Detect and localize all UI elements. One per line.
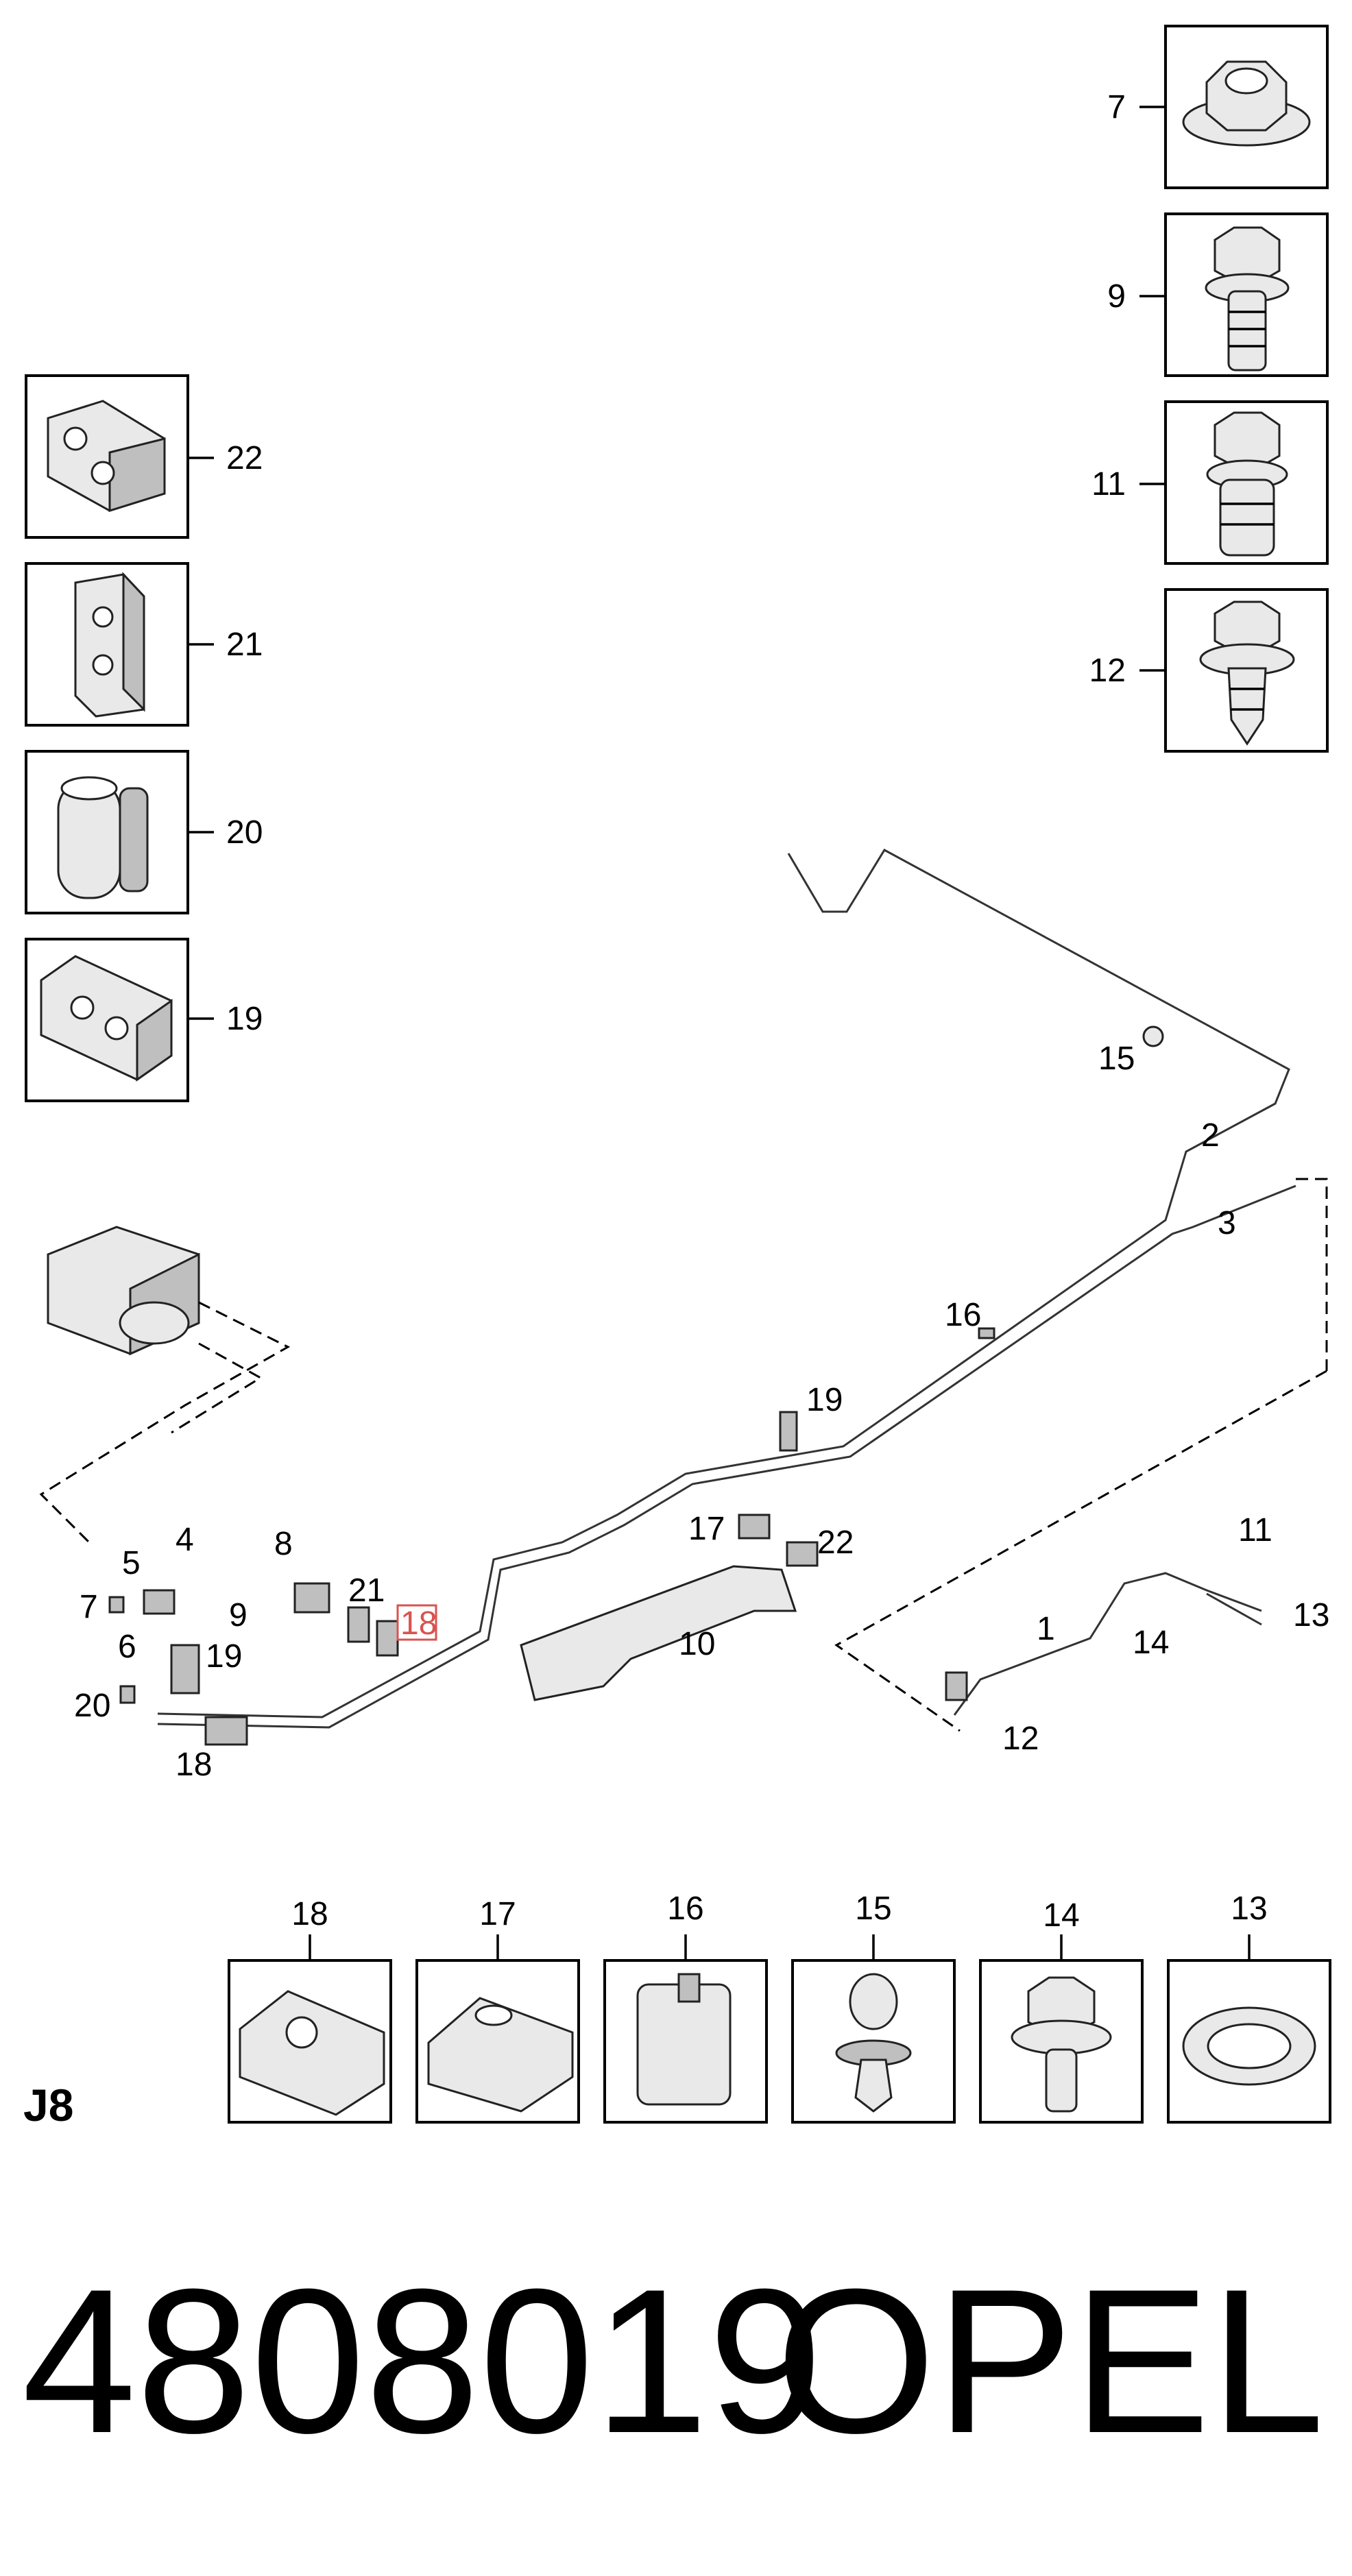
bolt-icon xyxy=(1205,226,1290,372)
screw-icon xyxy=(1199,600,1295,746)
callout-label-19b: 19 xyxy=(206,1638,242,1675)
stud-bolt-icon xyxy=(1206,411,1288,557)
callout-21: 21 xyxy=(25,562,263,727)
callout-label-3: 3 xyxy=(1218,1205,1236,1241)
part-number: 4808019 xyxy=(22,2246,823,2476)
label-11: 11 xyxy=(1091,466,1126,502)
screw-icon xyxy=(1011,1976,1112,2113)
washer-icon xyxy=(1182,2006,1316,2086)
callout-b18: 18 xyxy=(228,1896,392,2124)
callout-b14: 14 xyxy=(979,1897,1144,2124)
label-b14: 14 xyxy=(1043,1897,1079,1934)
pipe-clip-icon xyxy=(74,572,145,718)
callout-label-18-highlight: 18 xyxy=(400,1605,437,1642)
label-b15: 15 xyxy=(855,1891,891,1927)
abs-module-icon xyxy=(47,1226,200,1356)
diagram-code: J8 xyxy=(23,2080,73,2130)
brake-pipe-assembly xyxy=(39,849,1328,1746)
callout-12: 12 xyxy=(1089,588,1329,753)
callout-label-18: 18 xyxy=(176,1747,212,1783)
callout-label-14: 14 xyxy=(1133,1625,1169,1661)
callout-7: 7 xyxy=(1107,25,1329,189)
callout-label-19: 19 xyxy=(806,1382,843,1418)
callout-label-17: 17 xyxy=(688,1511,725,1547)
label-b17: 17 xyxy=(479,1896,516,1932)
label-12: 12 xyxy=(1089,653,1126,689)
label-b18: 18 xyxy=(291,1896,328,1932)
brand-name: OPEL xyxy=(776,2246,1325,2476)
callout-19: 19 xyxy=(25,938,263,1102)
callout-b13: 13 xyxy=(1167,1891,1331,2124)
label-b16: 16 xyxy=(667,1891,703,1927)
callout-label-20: 20 xyxy=(74,1688,110,1724)
pipe-clip-icon xyxy=(47,400,166,513)
callout-label-7: 7 xyxy=(80,1589,98,1625)
callout-label-21: 21 xyxy=(348,1572,385,1609)
callout-label-13: 13 xyxy=(1293,1597,1329,1633)
callout-b15: 15 xyxy=(791,1891,956,2124)
callout-20: 20 xyxy=(25,750,263,914)
pipe-clip-icon xyxy=(427,1997,574,2113)
push-clip-icon xyxy=(835,1973,912,2113)
label-21: 21 xyxy=(226,627,263,663)
callout-11: 11 xyxy=(1091,400,1329,565)
callout-label-1: 1 xyxy=(1037,1611,1055,1647)
label-19: 19 xyxy=(226,1001,263,1037)
pipe-clip-icon xyxy=(239,1990,385,2116)
callout-label-10: 10 xyxy=(679,1626,715,1662)
clip-icon xyxy=(636,1973,732,2106)
callout-label-16: 16 xyxy=(945,1297,981,1333)
pipe-clip-icon xyxy=(57,776,149,899)
diagram-labels: 15 2 3 16 19 4 8 5 7 9 21 18 6 19 20 18 … xyxy=(74,1041,1329,1783)
callout-label-15: 15 xyxy=(1098,1041,1135,1077)
callout-22: 22 xyxy=(25,374,263,539)
label-9: 9 xyxy=(1107,278,1126,315)
highlight-box xyxy=(396,1604,437,1641)
label-22: 22 xyxy=(226,440,263,476)
callout-label-9: 9 xyxy=(229,1597,248,1633)
callout-label-5: 5 xyxy=(122,1545,141,1581)
callout-b17: 17 xyxy=(415,1896,580,2124)
callout-label-6: 6 xyxy=(118,1629,136,1665)
callout-label-2: 2 xyxy=(1201,1117,1220,1154)
label-20: 20 xyxy=(226,814,263,851)
callout-b16: 16 xyxy=(603,1891,768,2124)
label-b13: 13 xyxy=(1231,1891,1267,1927)
callout-label-4: 4 xyxy=(176,1522,194,1558)
callout-label-11: 11 xyxy=(1238,1512,1272,1548)
callout-label-22: 22 xyxy=(817,1524,854,1561)
label-7: 7 xyxy=(1107,89,1126,125)
flange-nut-icon xyxy=(1182,60,1311,147)
callout-9: 9 xyxy=(1107,212,1329,377)
pipe-clip-icon xyxy=(40,955,173,1082)
callout-label-8: 8 xyxy=(274,1526,293,1562)
callout-label-12: 12 xyxy=(1002,1721,1039,1757)
